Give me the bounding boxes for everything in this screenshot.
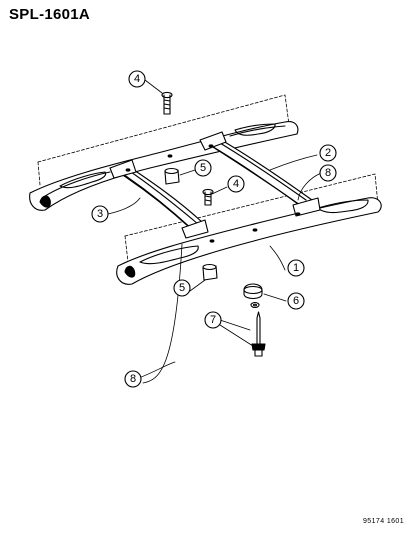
callout-7-circle: [204, 311, 222, 329]
washer: [250, 301, 260, 309]
callout-5-upper-circle: [194, 159, 212, 177]
callout-5-upper: 5: [200, 162, 206, 174]
callout-4-upper: 4: [134, 73, 140, 85]
callout-2-circle: [319, 144, 337, 162]
callout-circles: [91, 70, 337, 388]
nut-lower: [202, 263, 218, 281]
callout-labels: 4 2 8 3 4 5 1 5 6 7 8: [97, 73, 331, 385]
callout-8-upper-circle: [319, 164, 337, 182]
reference-plane: [37, 94, 379, 263]
callout-7: 7: [210, 314, 216, 326]
front-side-rail: [116, 197, 382, 285]
callout-8-upper: 8: [325, 167, 331, 179]
callout-3: 3: [97, 208, 103, 220]
callout-4-middle-circle: [227, 175, 245, 193]
callout-4-middle: 4: [233, 178, 239, 190]
callout-5-lower: 5: [179, 282, 185, 294]
rail-mount-holes: [125, 144, 301, 243]
diagram-code: SPL-1601A: [9, 6, 91, 23]
callout-8-lower-circle: [124, 370, 142, 388]
callout-1: 1: [293, 262, 299, 274]
crossbar-front: [199, 131, 321, 217]
nut-upper: [164, 167, 180, 185]
screw-upper: [161, 91, 173, 115]
cap: [243, 283, 263, 300]
rear-side-rail: [29, 121, 299, 211]
callout-5-lower-circle: [173, 279, 191, 297]
callout-6: 6: [293, 295, 299, 307]
crossbar-rear: [109, 159, 209, 239]
callout-3-circle: [91, 205, 109, 223]
figure-code: 95174 1601: [363, 518, 404, 525]
callout-1-circle: [287, 259, 305, 277]
callout-8-lower: 8: [130, 373, 136, 385]
callout-2: 2: [325, 147, 331, 159]
callout-4-upper-circle: [128, 70, 146, 88]
callout-6-circle: [287, 292, 305, 310]
rivet-bolt: [251, 311, 266, 357]
screw-middle: [202, 188, 214, 206]
